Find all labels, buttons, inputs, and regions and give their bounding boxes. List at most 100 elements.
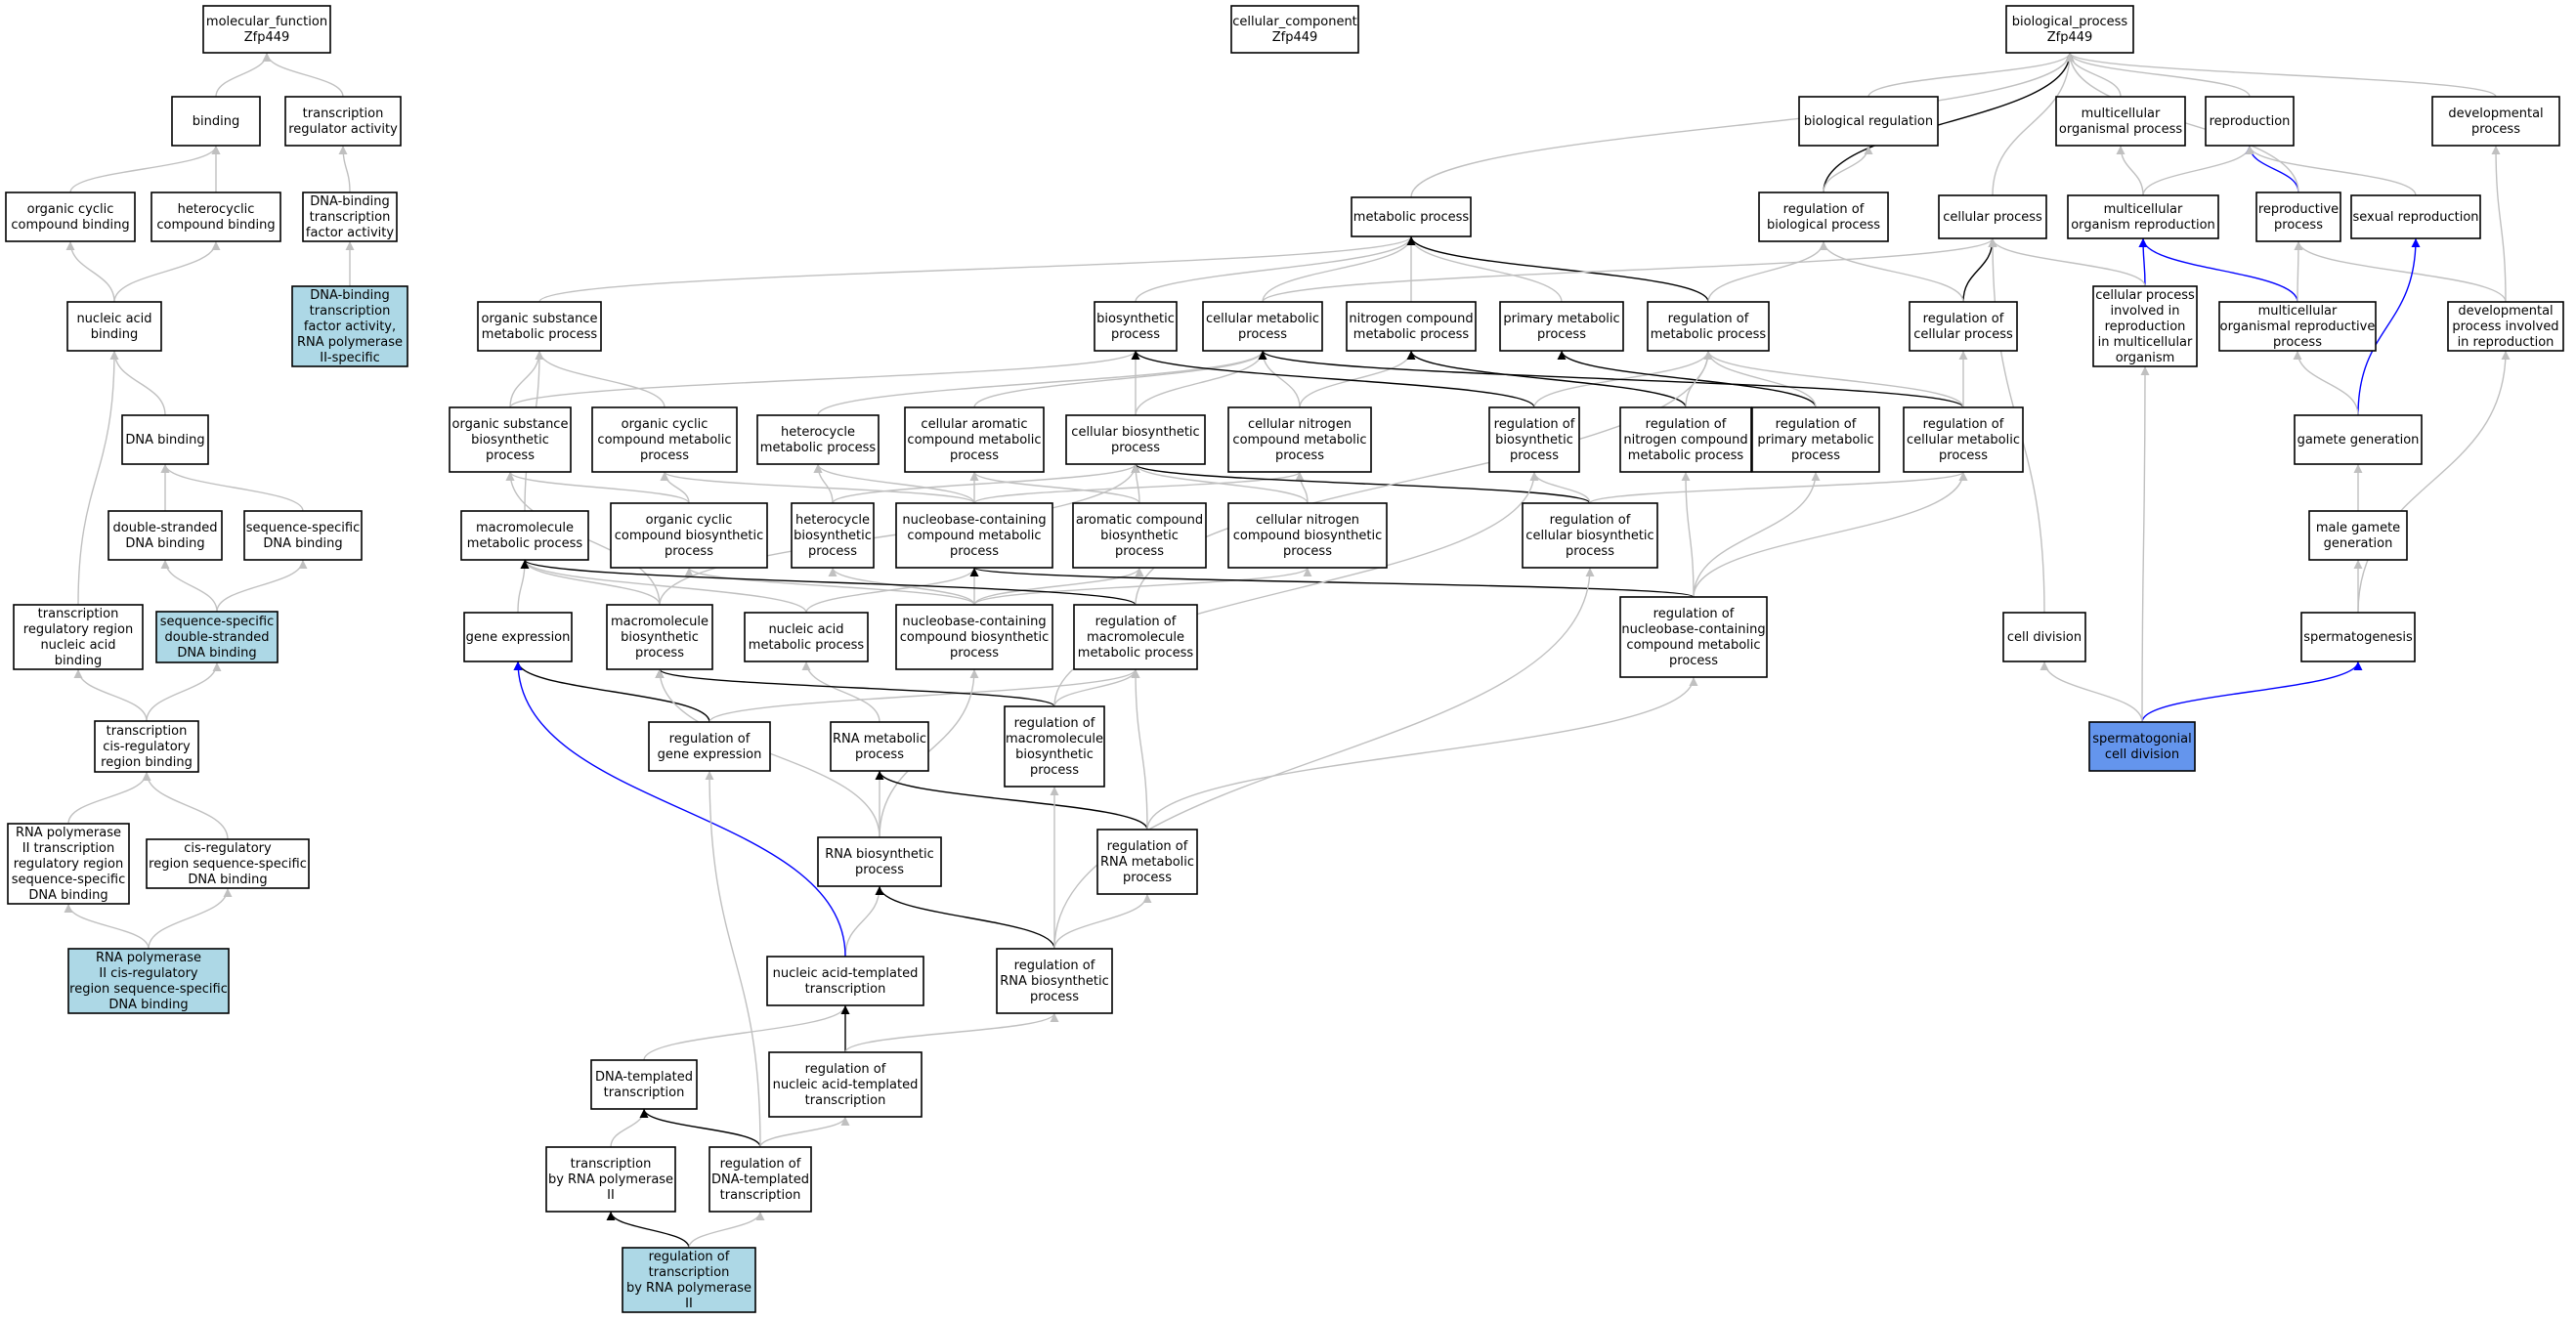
node-box [1227,502,1388,569]
node-label-line: biological regulation [1804,114,1933,129]
node-box [590,1059,698,1110]
node-label-line: process [950,544,999,559]
node-box [121,414,209,465]
go-term-node-regnccmp[interactable]: regulation ofnucleobase-containingcompou… [1619,596,1768,678]
node-box [107,510,223,561]
go-term-node-gamgen[interactable]: gamete generation [2294,414,2423,465]
go-term-node-geneexp[interactable]: gene expression [463,612,573,662]
go-term-node-bioreg[interactable]: biological regulation [1798,96,1939,147]
node-label-line: compound metabolic [907,433,1041,447]
go-term-node-sexrep[interactable]: sexual reproduction [2350,194,2481,239]
node-box [591,406,738,473]
edge-cbp-to-cmp [1135,350,1267,416]
edge-regtrp2-to-regdtt [688,1211,765,1249]
node-box [477,301,602,352]
go-term-node-binding[interactable]: binding [171,96,261,147]
node-label-line: multicellular [2258,304,2338,319]
go-term-node-dnab[interactable]: DNA binding [121,414,209,465]
go-term-node-regmbp[interactable]: regulation ofmacromoleculebiosyntheticpr… [1004,705,1105,788]
node-box [5,192,136,242]
node-label-line: organismal process [2059,122,2182,137]
go-term-node-celldiv[interactable]: cell division [2002,612,2086,662]
node-label-line: macromolecule [611,615,708,629]
node-box [708,1146,812,1213]
go-term-node-metp[interactable]: metabolic process [1351,196,1472,237]
edge-regcmp-to-cmp [1258,350,1964,408]
node-label-line: sequence-specific [12,873,125,887]
go-term-node-repro[interactable]: reproduction [2205,96,2295,147]
node-label-line: RNA polymerase [96,951,201,965]
go-term-node-cellp[interactable]: cellular process [1938,194,2047,239]
edge-gamgen-to-sexrep [2357,237,2421,416]
go-term-node-spermato[interactable]: spermatogenesis [2300,612,2416,662]
node-label-line: macromolecule [476,521,574,535]
